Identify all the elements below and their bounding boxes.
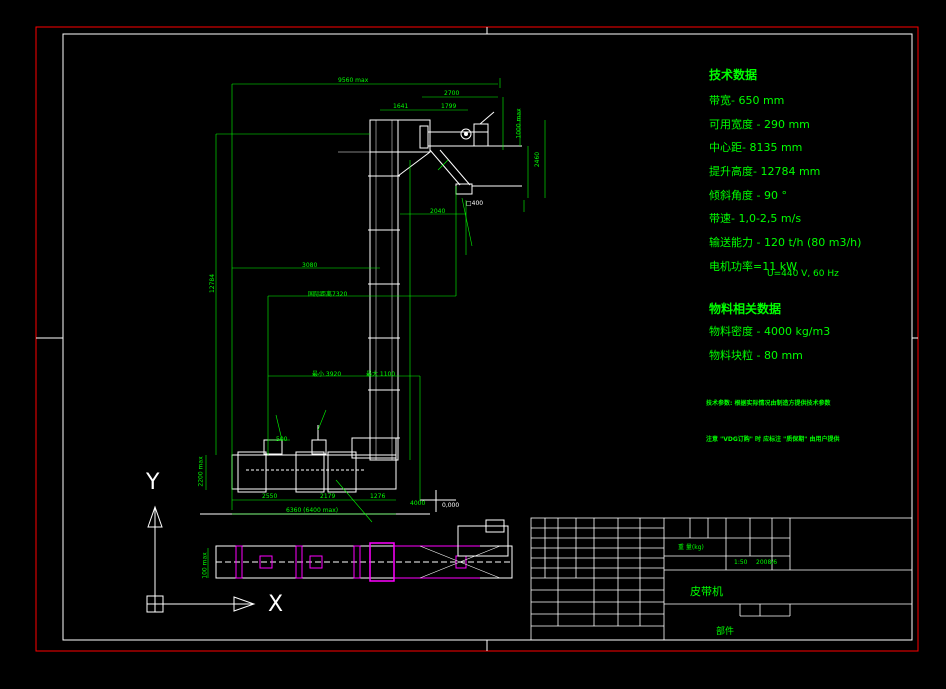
dim-2550: 2550 [262,493,278,500]
title-block-part: 部件 [716,627,735,637]
note-technical-params: 技术参数: 根据实际情况由制造方提供技术参数 [706,400,831,407]
dim-2200: 2200 max [197,456,205,487]
tech-item-usable-width: 可用宽度 - 290 mm [709,118,810,131]
dim-100: 100 max [201,552,209,579]
material-data-title: 物料相关数据 [709,302,782,316]
tech-item-motor-power: 电机功率=11 kW [709,260,797,273]
dim-7320: 国际距离7320 [308,291,348,298]
tech-item-voltage: U=440 V, 60 Hz [767,269,839,279]
tech-item-center-distance: 中心距- 8135 mm [709,141,803,154]
dim-1100: 最大 1100 [366,371,396,378]
dim-6360: 6360 (6400 max) [286,507,339,514]
x-axis-label: X [268,592,284,617]
dim-400: □400 [466,200,484,207]
outer-frame [35,26,919,652]
dim-3920: 最小 3920 [312,371,342,378]
dim-2179: 2179 [320,493,336,500]
y-axis-label: Y [146,470,160,495]
tech-item-incline-angle: 倾斜角度 - 90 ° [709,189,787,202]
dim-4000: 4000 [410,500,426,507]
dim-1000: 1000 max [515,108,523,139]
material-item-lump-size: 物料块粒 - 80 mm [709,349,803,362]
dim-2040: 2040 [430,208,446,215]
dimension-lines [205,78,546,523]
tech-item-capacity: 输送能力 - 120 t/h (80 m3/h) [709,236,862,249]
dim-1799: 1799 [441,103,457,110]
title-block-date: 2008/6 [756,559,778,566]
dim-500: 500 [276,436,288,443]
title-block-name: 皮带机 [690,585,723,598]
dim-1641: 1641 [393,103,409,110]
title-block-scale: 1:50 [734,559,748,566]
material-item-density: 物料密度 - 4000 kg/m3 [709,325,831,338]
note-order: 注意 "VDG订购" 时 应标注 "质保期" 由用户提供 [706,436,840,443]
dim-1276: 1276 [370,493,386,500]
dim-3080: 3080 [302,262,318,269]
elevator-plan-view [207,519,513,582]
dim-0000: 0,000 [442,502,460,509]
technical-data-title: 技术数据 [709,68,758,82]
tech-item-belt-speed: 带速- 1,0-2,5 m/s [709,212,802,225]
elevator-front-view [200,111,522,515]
tech-item-belt-width: 带宽- 650 mm [709,94,785,107]
tech-item-lift-height: 提升高度- 12784 mm [709,165,821,178]
dim-2700: 2700 [444,90,460,97]
ucs-axis-icon [146,505,256,613]
title-block-weight: 重 量(kg) [678,544,704,551]
dim-2460: 2460 [534,151,542,168]
dim-12784: 12784 [209,273,217,294]
dim-9560: 9560 max [338,77,369,84]
title-block [530,517,913,641]
